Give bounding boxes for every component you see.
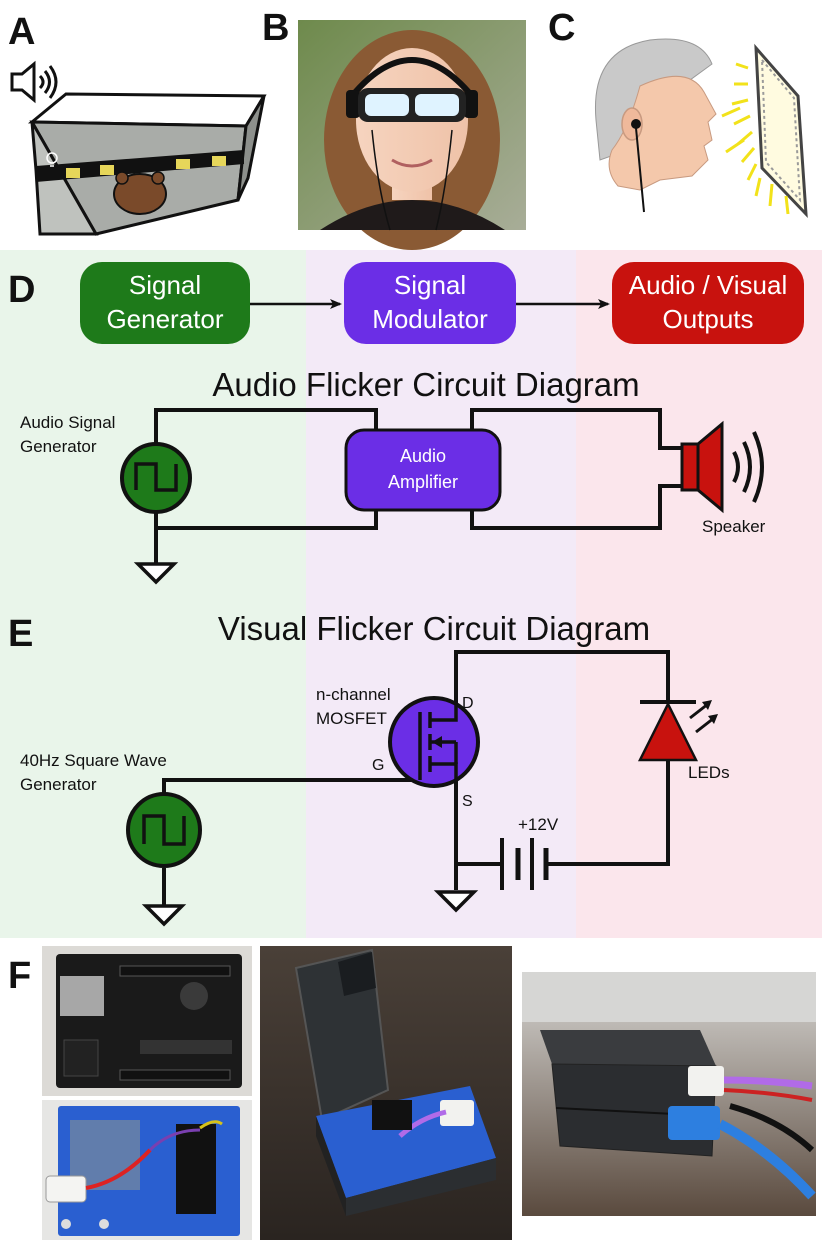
panel-letter-b: B [262,7,289,49]
outputs-line1: Audio / Visual [629,270,788,300]
elderly-person-with-earphone-illustration [594,38,717,213]
audio-circuit-wires [154,408,682,564]
photo-arduino-and-shield [42,946,252,1240]
mosfet-pin-d: D [462,695,474,712]
panel-d: D Signal Generator Signal Modulator Audi… [8,262,804,585]
mosfet-pin-g: G [372,757,384,774]
mosfet-label-2: MOSFET [316,709,387,728]
audio-visual-outputs-block: Audio / Visual Outputs [612,262,804,344]
panel-b: B [262,7,526,250]
audio-signal-generator-label-1: Audio Signal [20,413,115,432]
photo-open-enclosure [260,946,512,1240]
panel-letter-a: A [8,11,35,53]
signal-modulator-block: Signal Modulator [344,262,516,344]
photo-closed-enclosure [522,972,816,1216]
signal-generator-line1: Signal [129,270,201,300]
panel-de-background [0,250,822,938]
audio-circuit-title: Audio Flicker Circuit Diagram [212,366,639,403]
mouse-cage-illustration [27,92,267,236]
panel-letter-c: C [548,7,575,49]
signal-modulator-line2: Modulator [372,304,488,334]
lightbulb-icon [46,152,58,167]
amplifier-label-1: Audio [400,446,446,466]
ground-symbol-generator [141,896,187,927]
audio-generator-symbol [120,442,192,514]
ground-symbol-audio [133,562,179,585]
signal-modulator-line1: Signal [394,270,466,300]
speaker-sound-icon [10,60,58,104]
led-label: LEDs [688,763,730,782]
panel-e: E Visual Flicker Circuit Diagram n-chann… [8,610,730,927]
battery-symbol [500,838,549,890]
square-wave-generator-label-2: Generator [20,775,97,794]
panel-a: A [8,11,267,236]
mosfet-label-1: n-channel [316,685,391,704]
panel-letter-f: F [8,955,31,997]
audio-amplifier-block: Audio Amplifier [344,428,502,512]
panel-f: F [8,946,816,1240]
led-symbol [637,700,718,762]
photo-person-with-flicker-glasses [298,20,526,250]
ground-symbol-mosfet [433,890,479,913]
panel-c: C [548,7,808,219]
signal-generator-block: Signal Generator [80,262,250,344]
mosfet-symbol [388,696,480,788]
speaker-label: Speaker [702,517,766,536]
visual-circuit-title: Visual Flicker Circuit Diagram [218,610,650,647]
led-panel-illustration [721,43,808,219]
square-wave-generator-symbol [126,792,202,868]
audio-signal-generator-label-2: Generator [20,437,97,456]
outputs-line2: Outputs [662,304,753,334]
speaker-icon [680,420,764,514]
panel-letter-d: D [8,269,35,311]
mosfet-pin-s: S [462,793,473,810]
amplifier-label-2: Amplifier [388,472,458,492]
signal-generator-line2: Generator [106,304,223,334]
panel-letter-e: E [8,613,33,655]
battery-label: +12V [518,815,559,834]
square-wave-generator-label-1: 40Hz Square Wave [20,751,167,770]
